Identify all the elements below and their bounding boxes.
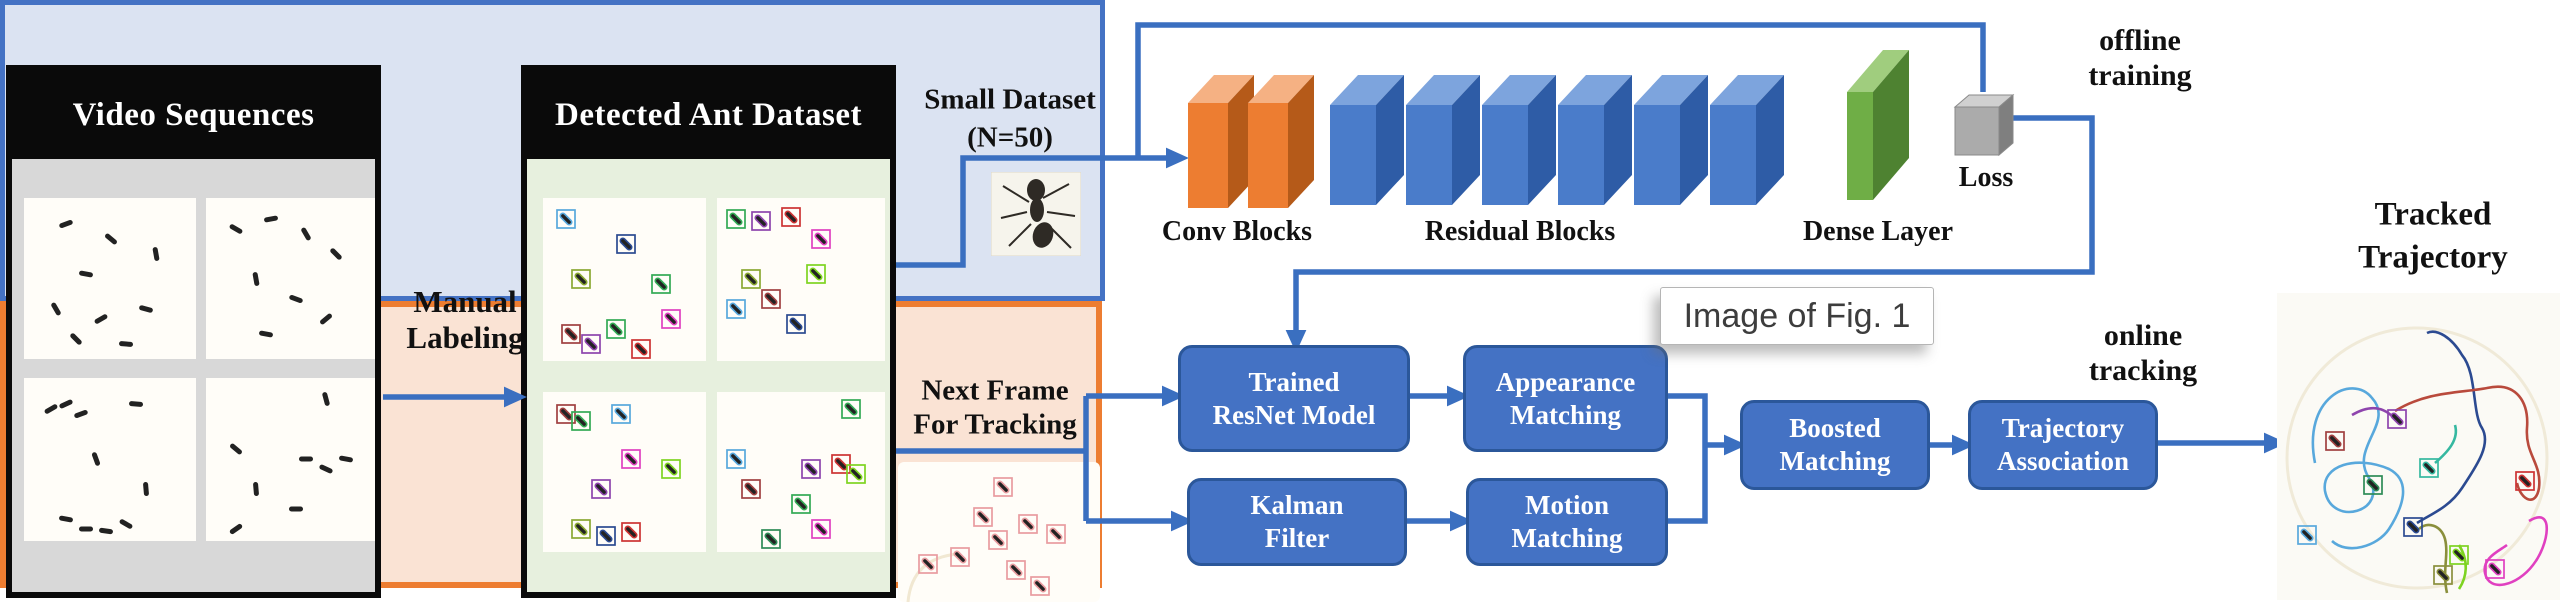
residual-blocks-label: Residual Blocks xyxy=(1424,216,1616,247)
next-frame-image xyxy=(898,462,1100,602)
tracked-trajectory-label2: Trajectory xyxy=(2358,239,2508,276)
next-frame-label: Next Frame xyxy=(921,374,1069,407)
video-panel-title: Video Sequences xyxy=(72,96,315,133)
trajectory-association-node: Trajectory Association xyxy=(1968,400,2158,490)
connector-matching-join xyxy=(1668,393,1708,524)
residual-block-icon xyxy=(1330,75,1404,205)
detected-ant-dataset-panel: Detected Ant Dataset xyxy=(521,65,896,598)
detected-panel-title: Detected Ant Dataset xyxy=(555,96,862,133)
residual-block-icon xyxy=(1406,75,1480,205)
ant-thumbnail-image xyxy=(991,172,1081,256)
offline-training-label: offline xyxy=(2099,24,2181,57)
detected-panel-body xyxy=(527,159,890,592)
next-frame-label2: For Tracking xyxy=(913,408,1077,441)
detected-panel-header: Detected Ant Dataset xyxy=(527,71,890,159)
tracked-trajectory-label: Tracked xyxy=(2374,196,2492,233)
loss-label: Loss xyxy=(1958,162,2014,193)
conv-block-icon xyxy=(1248,75,1314,208)
residual-block-icon xyxy=(1558,75,1632,205)
boosted-matching-node: Boosted Matching xyxy=(1740,400,1930,490)
labeled-frames-image xyxy=(543,198,885,552)
dense-layer-label: Dense Layer xyxy=(1802,216,1954,247)
video-panel-body xyxy=(12,159,375,592)
tracked-trajectory-image xyxy=(2277,293,2560,600)
conv-blocks-label: Conv Blocks xyxy=(1161,216,1313,247)
appearance-matching-node: Appearance Matching xyxy=(1463,345,1668,452)
manual-labeling-label: Manual Labeling xyxy=(406,284,524,355)
residual-block-icon xyxy=(1634,75,1708,205)
residual-block-icon xyxy=(1710,75,1784,205)
video-panel-header: Video Sequences xyxy=(12,71,375,159)
connector-loss-feedback-loop xyxy=(1135,22,1986,160)
video-sequences-panel: Video Sequences xyxy=(6,65,381,598)
online-tracking-label2: tracking xyxy=(2088,354,2198,387)
conv-block-icon xyxy=(1188,75,1254,208)
motion-matching-node: Motion Matching xyxy=(1466,478,1668,566)
small-dataset-n-label: (N=50) xyxy=(967,121,1053,154)
offline-training-label2: training xyxy=(2088,59,2192,92)
online-tracking-label: online xyxy=(2103,319,2183,352)
kalman-filter-node: Kalman Filter xyxy=(1187,478,1407,566)
small-dataset-label: Small Dataset xyxy=(924,83,1096,116)
image-tooltip: Image of Fig. 1 xyxy=(1660,287,1934,345)
loss-cube-icon xyxy=(1953,93,2015,157)
dense-layer-icon xyxy=(1847,50,1909,200)
residual-block-icon xyxy=(1482,75,1556,205)
video-frames-image xyxy=(24,198,375,541)
trained-resnet-model-node: Trained ResNet Model xyxy=(1178,345,1410,452)
